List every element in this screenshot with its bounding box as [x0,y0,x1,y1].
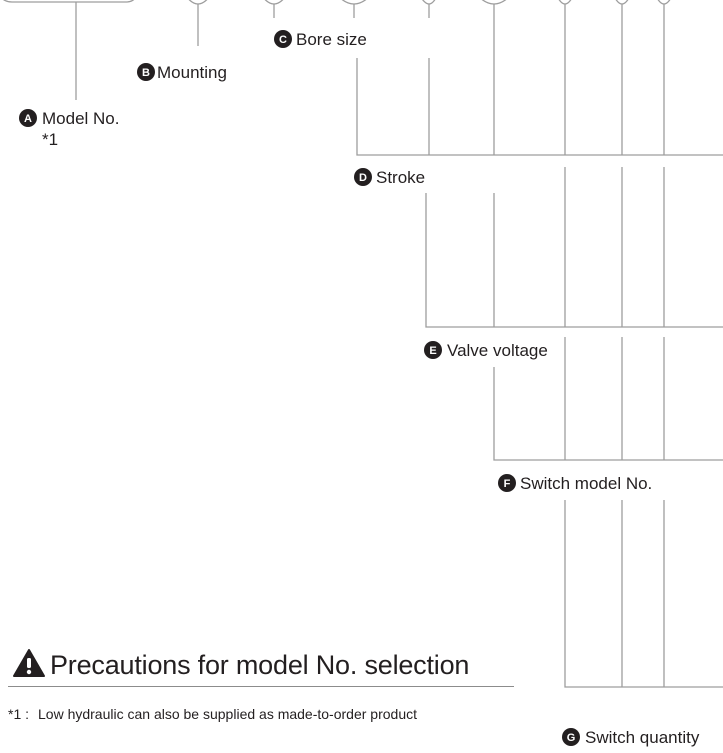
hook-i [657,0,671,5]
precautions-heading: Precautions for model No. selection [8,648,514,687]
hook-e [422,0,436,5]
label-f-text: Switch model No. [520,474,652,493]
warning-icon [12,648,46,683]
label-d-text: Stroke [376,168,425,187]
label-d: D Stroke [354,168,425,187]
label-b-text: Mounting [157,63,227,82]
label-e: E Valve voltage [424,341,548,360]
badge-c-letter: C [279,34,287,46]
hook-d [341,0,367,5]
footnote: *1 : Low hydraulic can also be supplied a… [8,705,528,724]
badge-d [354,168,372,186]
badge-a-letter: A [24,113,32,125]
label-f: F Switch model No. [498,474,652,493]
bracket-f [493,367,723,461]
badge-b [137,63,155,81]
badge-g-letter: G [567,732,576,744]
footnote-ref: *1 : [8,706,30,722]
badge-e-letter: E [429,345,436,357]
badge-a [19,109,37,127]
badge-f-letter: F [504,478,511,490]
label-a-footnote-ref: *1 [42,130,58,149]
badge-b-letter: B [142,67,150,79]
hook-c [264,0,284,5]
model-code-box-edge [2,0,135,3]
hook-f [481,0,507,5]
badge-e [424,341,442,359]
leader-lines [2,0,723,688]
label-g-text: Switch quantity [585,728,700,747]
label-g: G Switch quantity [562,728,700,747]
label-c: C Bore size [274,30,367,49]
footnote-text: Low hydraulic can also be supplied as ma… [38,706,417,722]
bracket-d [356,58,723,156]
hook-g [558,0,572,5]
precautions-title: Precautions for model No. selection [50,650,470,680]
label-c-text: Bore size [296,30,367,49]
label-a: A Model No. *1 [19,109,119,149]
hook-h [615,0,629,5]
bracket-e [425,193,723,328]
badge-f [498,474,516,492]
label-b: B Mounting [137,63,227,82]
label-a-text: Model No. [42,109,119,128]
bracket-g [564,500,723,688]
label-e-text: Valve voltage [447,341,548,360]
hook-b [188,0,208,5]
badge-d-letter: D [359,172,367,184]
badge-g [562,728,580,746]
badge-c [274,30,292,48]
